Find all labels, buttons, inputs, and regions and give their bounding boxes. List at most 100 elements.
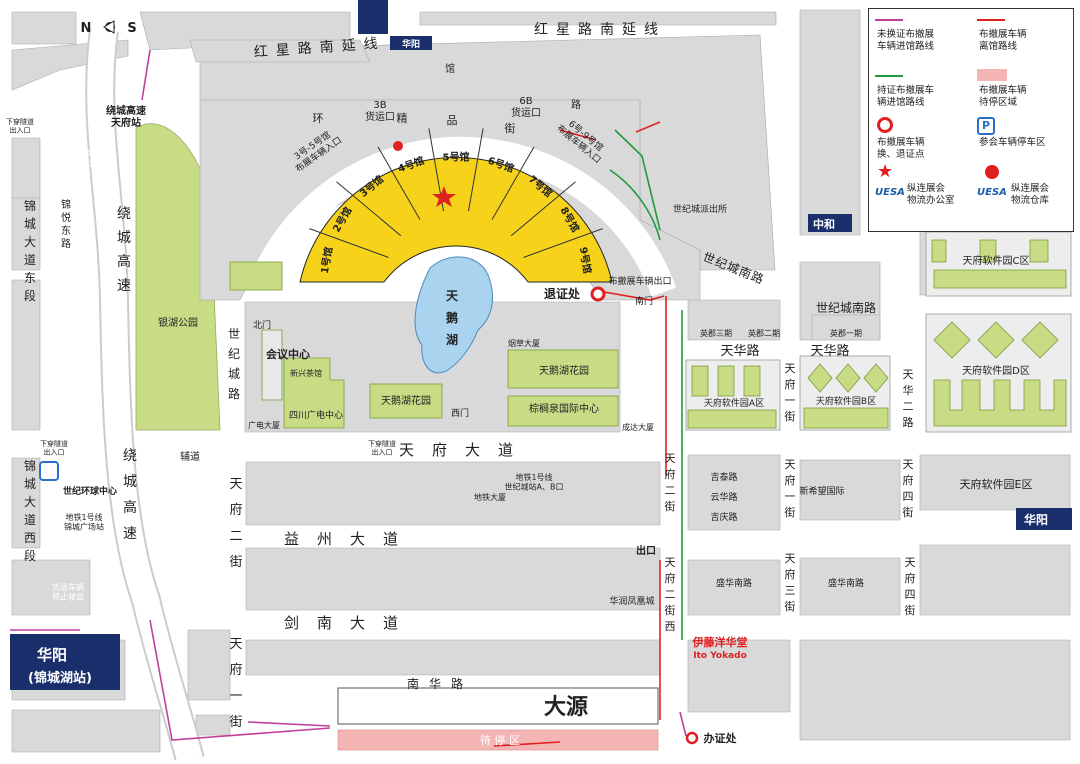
svg-text:城: 城 [117, 230, 131, 246]
svg-text:办证处: 办证处 [704, 731, 738, 745]
legend-item-warehouse: 纵连展会物流仓库 [1011, 183, 1050, 206]
svg-text:府: 府 [785, 473, 796, 487]
svg-text:天鹅湖花园: 天鹅湖花园 [381, 394, 431, 407]
svg-text:华阳: 华阳 [402, 38, 420, 50]
west-gate: 西门 [451, 407, 469, 419]
svg-text:府: 府 [785, 377, 796, 391]
legend-item-office: 纵连展会物流办公室 [907, 183, 955, 206]
svg-text:西: 西 [24, 531, 36, 545]
waiting-area [337, 729, 659, 751]
svg-text:街: 街 [785, 409, 796, 423]
road-hongxing-east: 红星路南延线 [534, 22, 666, 38]
office: 办证处 [704, 731, 738, 745]
xinxing-tea: 新兴茶馆 [290, 368, 322, 378]
century-ring-center: 世纪环球中心 [63, 485, 117, 497]
conference-center: 会议中心 [266, 347, 310, 361]
waiting-text: 待 停 区 [480, 733, 520, 747]
svg-text:悦: 悦 [61, 211, 71, 224]
navy-signs [10, 0, 1072, 690]
road-tianhua-1: 天华路 [720, 343, 759, 359]
svg-text:3B: 3B [373, 100, 386, 111]
road-jie: 街 [505, 121, 516, 135]
lake-label: 天鹅湖 [446, 289, 459, 347]
svg-text:棕榈泉国际中心: 棕榈泉国际中心 [529, 402, 599, 415]
svg-text:天: 天 [665, 452, 676, 465]
road-yizhou-avenue: 益州大道 [284, 530, 416, 548]
svg-text:6B: 6B [519, 96, 532, 107]
svg-text:下穿隧道: 下穿隧道 [6, 117, 34, 126]
parking-icon [39, 461, 59, 481]
svg-text:府: 府 [229, 503, 242, 518]
sign-zhonghe: 中和 [813, 217, 835, 231]
svg-text:中和: 中和 [813, 217, 835, 231]
return-pass-point: 退证处 [544, 286, 581, 301]
svg-text:待 停 区: 待 停 区 [480, 733, 520, 747]
svg-text:天: 天 [785, 458, 796, 471]
svg-text:大: 大 [24, 495, 36, 509]
svg-text:速: 速 [123, 526, 137, 542]
svg-text:锦: 锦 [24, 199, 36, 213]
svg-text:英郡一期: 英郡一期 [830, 328, 862, 338]
svg-text:N: N [81, 21, 92, 36]
legend-item-unpassed: 未换证布撤展车辆进馆路线 [877, 29, 935, 52]
road-tianfu-avenue: 天府大道 [399, 441, 513, 459]
ito-yokado-en: Ito Yokado [693, 651, 747, 661]
software-park-b: 天府软件园B区 [816, 395, 876, 407]
svg-text:新希望国际: 新希望国际 [799, 485, 844, 497]
svg-text:西: 西 [665, 620, 676, 633]
svg-text:路: 路 [903, 416, 914, 429]
legend-item-passed: 持证布撤展车辆进馆路线 [877, 85, 935, 108]
svg-text:货运车辆: 货运车辆 [60, 148, 92, 158]
svg-text:天: 天 [229, 477, 242, 492]
software-park-a: 天府软件园A区 [704, 397, 764, 409]
svg-text:世纪城站A、B口: 世纪城站A、B口 [505, 482, 564, 492]
svg-text:盛华南路: 盛华南路 [716, 577, 752, 589]
road-tianhua-2: 天华路 [810, 343, 849, 359]
svg-text:红星路南延线: 红星路南延线 [534, 22, 666, 38]
compass-south: S [127, 21, 136, 36]
svg-text:益州大道: 益州大道 [284, 530, 416, 548]
svg-text:辅道: 辅道 [180, 450, 200, 463]
dayuan-block [337, 687, 659, 725]
svg-text:天府软件园B区: 天府软件园B区 [816, 395, 876, 407]
svg-text:天: 天 [903, 458, 914, 471]
road-guan: 馆 [445, 62, 455, 75]
svg-text:品: 品 [447, 114, 458, 127]
svg-text:街: 街 [505, 121, 516, 135]
routes [10, 49, 687, 747]
svg-text:云华路: 云华路 [710, 491, 737, 503]
svg-text:环: 环 [313, 112, 324, 125]
metro-tower: 地铁大厦 [474, 492, 506, 502]
svg-text:地铁大厦: 地铁大厦 [474, 492, 506, 502]
north-gate: 北门 [253, 319, 271, 331]
svg-text:三: 三 [785, 584, 796, 597]
svg-text:货运车辆: 货运车辆 [52, 582, 84, 592]
svg-text:高: 高 [123, 499, 137, 516]
svg-text:府: 府 [665, 571, 676, 585]
svg-text:天华路: 天华路 [810, 343, 849, 359]
svg-text:烟草大厦: 烟草大厦 [508, 338, 540, 348]
road-century-south-2: 世纪城南路 [816, 300, 876, 315]
svg-text:府: 府 [665, 467, 676, 481]
hall-divider [523, 228, 603, 258]
xinxiwang: 新希望国际 [799, 485, 844, 497]
office-marker [685, 731, 699, 745]
svg-text:英郡三期: 英郡三期 [700, 328, 732, 338]
road-ring-highway-2: 绕城高速 [123, 448, 137, 542]
svg-text:绕: 绕 [117, 206, 131, 222]
svg-text:城: 城 [123, 474, 137, 490]
yancao: 烟草大厦 [508, 338, 540, 348]
exhibition-halls [299, 128, 613, 283]
svg-text:绕城高速: 绕城高速 [106, 104, 146, 117]
svg-text:华阳: 华阳 [1024, 512, 1048, 527]
hall-divider [377, 146, 421, 220]
